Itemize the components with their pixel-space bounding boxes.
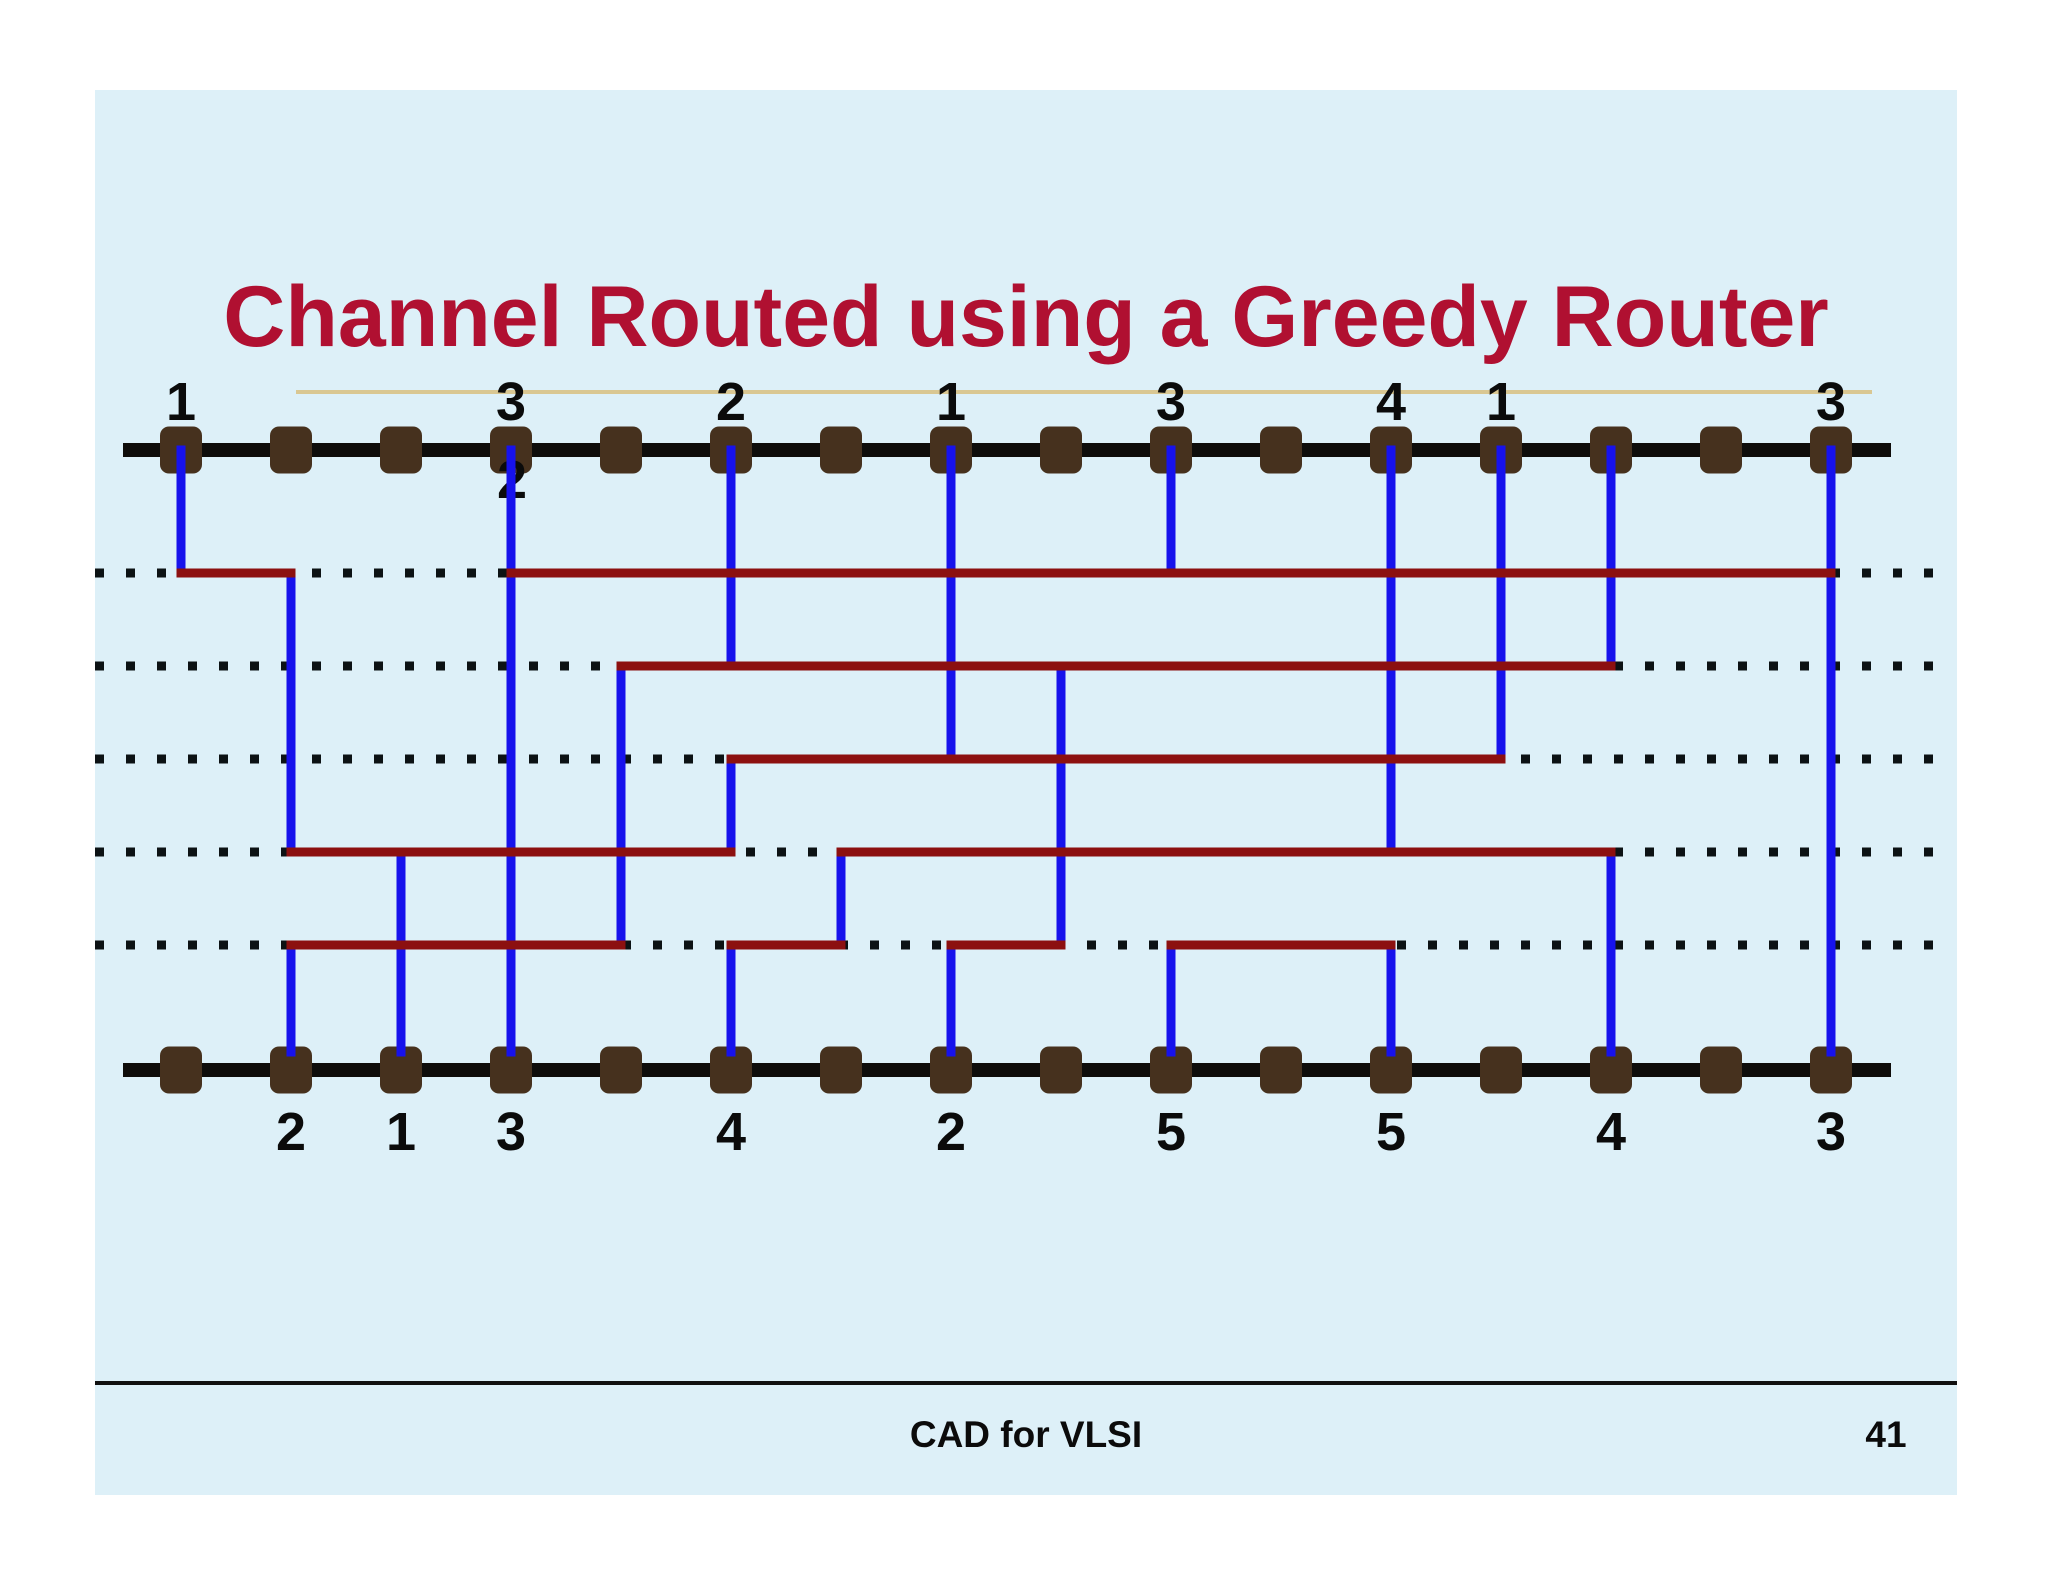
bottom-pin-4 [490, 1046, 532, 1094]
top-pin-11 [1260, 426, 1302, 474]
top-pin-label-16: 3 [1816, 372, 1846, 432]
bottom-pin-label-14: 4 [1596, 1102, 1626, 1162]
top-pin-label-13: 1 [1486, 372, 1516, 432]
bottom-pin-14 [1590, 1046, 1632, 1094]
bottom-pin-15 [1700, 1046, 1742, 1094]
bottom-pin-label-3: 1 [386, 1102, 416, 1162]
bottom-pin-label-10: 5 [1156, 1102, 1186, 1162]
bottom-pin-9 [1040, 1046, 1082, 1094]
page-number: 41 [1865, 1414, 1907, 1455]
top-pin-label-12: 4 [1376, 372, 1406, 432]
bottom-pin-1 [160, 1046, 202, 1094]
bottom-pin-7 [820, 1046, 862, 1094]
bottom-rail [123, 1063, 1891, 1077]
top-pin-label-6: 2 [716, 372, 746, 432]
bottom-pin-8 [930, 1046, 972, 1094]
top-pin-2 [270, 426, 312, 474]
footer-separator-line [95, 1381, 1957, 1385]
top-rail [123, 443, 1891, 457]
page-title: Channel Routed using a Greedy Router [223, 268, 1829, 365]
top-pin-15 [1700, 426, 1742, 474]
bottom-pin-12 [1370, 1046, 1412, 1094]
top-pin-9 [1040, 426, 1082, 474]
top-pin-label-1: 1 [166, 372, 196, 432]
top-pin-7 [820, 426, 862, 474]
bottom-pin-label-2: 2 [276, 1102, 306, 1162]
bottom-pin-6 [710, 1046, 752, 1094]
bottom-pin-13 [1480, 1046, 1522, 1094]
bottom-pin-label-16: 3 [1816, 1102, 1846, 1162]
bottom-pin-label-4: 3 [496, 1102, 526, 1162]
bottom-pin-3 [380, 1046, 422, 1094]
slide-background [95, 90, 1957, 1495]
bottom-pin-11 [1260, 1046, 1302, 1094]
bottom-pin-5 [600, 1046, 642, 1094]
bottom-pin-16 [1810, 1046, 1852, 1094]
top-pin-label-8: 1 [936, 372, 966, 432]
top-pin-label-10: 3 [1156, 372, 1186, 432]
top-pin-5 [600, 426, 642, 474]
bottom-pin-2 [270, 1046, 312, 1094]
footer-text: CAD for VLSI [909, 1414, 1143, 1455]
top-pin-label-4: 3 [496, 372, 526, 432]
bottom-pin-10 [1150, 1046, 1192, 1094]
top-pin-3 [380, 426, 422, 474]
bottom-pin-label-12: 5 [1376, 1102, 1406, 1162]
bottom-pin-label-6: 4 [716, 1102, 746, 1162]
bottom-pin-label-8: 2 [936, 1102, 966, 1162]
